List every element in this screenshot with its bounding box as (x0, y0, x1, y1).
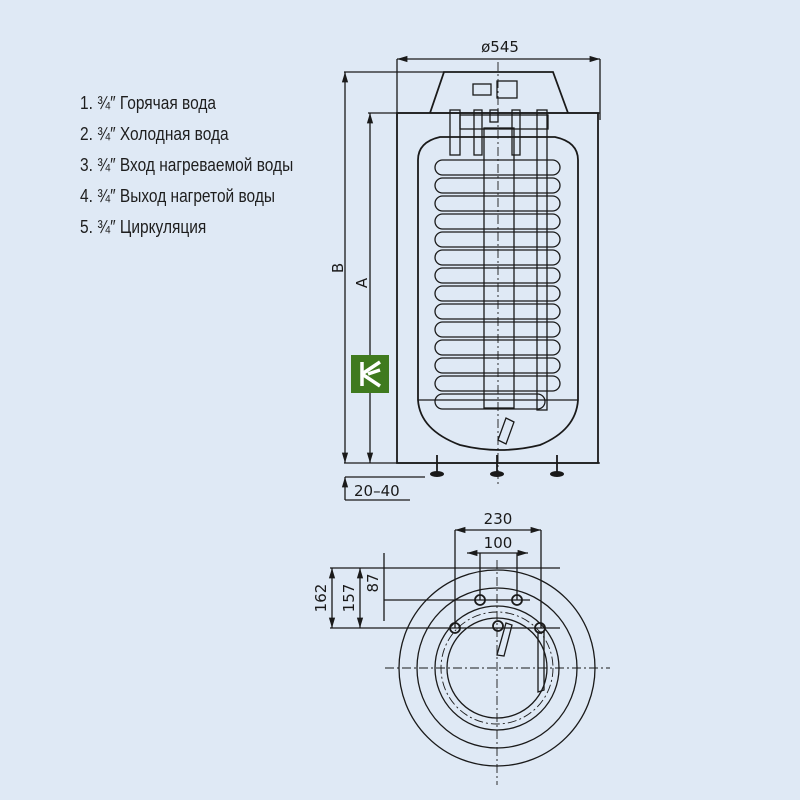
heating-coil (434, 159, 561, 410)
legend-item-circulation: 5. ¾″ Циркуляция (80, 217, 207, 237)
top-cover (429, 71, 569, 114)
depth-162-label: 162 (312, 584, 330, 613)
legend-item-hot-water: 1. ¾″ Горячая вода (80, 93, 217, 113)
adjustable-feet (430, 455, 564, 477)
height-b-label: B (329, 263, 347, 273)
width-230-label: 230 (484, 510, 513, 528)
depth-157-label: 157 (340, 584, 358, 613)
legend-item-heating-outlet: 4. ¾″ Выход нагретой воды (80, 186, 275, 206)
foot-adjust-label: 20–40 (354, 482, 400, 500)
legend-item-heating-inlet: 3. ¾″ Вход нагреваемой воды (80, 155, 294, 175)
connection-legend: 1. ¾″ Горячая вода 2. ¾″ Холодная вода 3… (80, 88, 328, 243)
depth-87-label: 87 (364, 573, 382, 592)
top-view: 230 100 162 157 87 (312, 510, 610, 785)
tank-casing (396, 112, 599, 464)
thermostat-box (472, 83, 492, 96)
inner-tank (417, 136, 579, 451)
height-a-label: A (353, 277, 371, 288)
width-100-label: 100 (484, 534, 513, 552)
side-view: ø545 (329, 38, 601, 501)
pipe-connections (449, 594, 546, 634)
diameter-label: ø545 (481, 38, 519, 56)
legend-item-cold-water: 2. ¾″ Холодная вода (80, 124, 229, 144)
brand-logo (351, 355, 389, 393)
